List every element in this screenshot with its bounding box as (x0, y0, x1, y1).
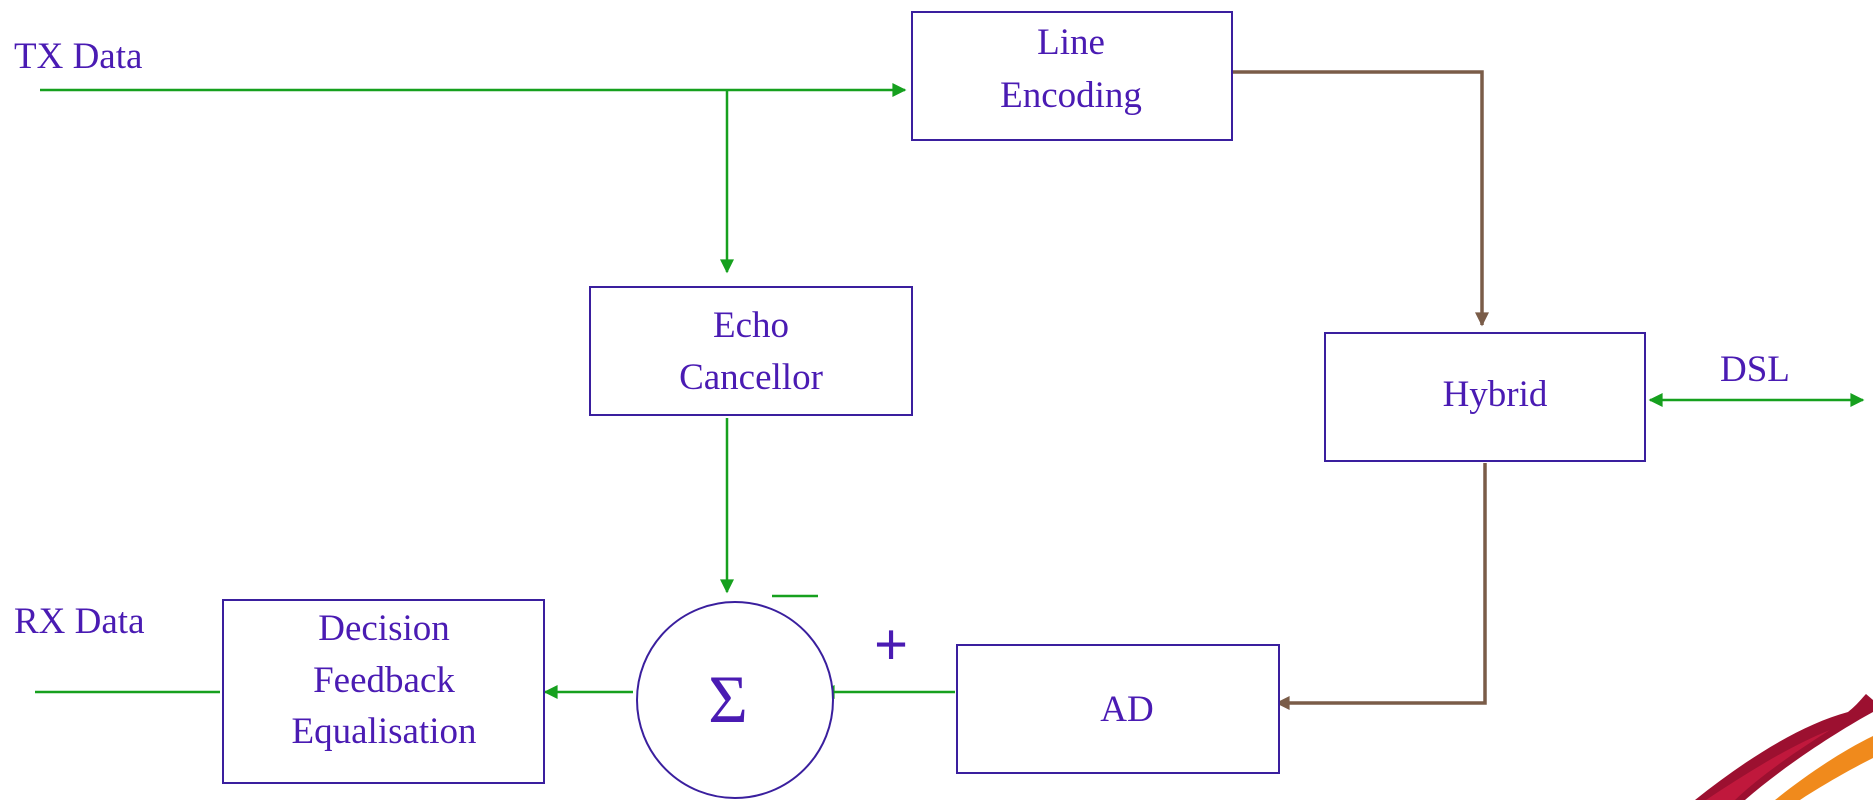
plus-sign: + (874, 612, 908, 677)
line-encoding-block: Line Encoding (911, 11, 1233, 141)
echo-canceller-label-line-2: Cancellor (679, 357, 823, 398)
ad-block: AD (956, 644, 1280, 774)
corner-logo (1695, 694, 1873, 800)
line-encoding-to-hybrid-line (1228, 70, 1489, 327)
dsl-label: DSL (1720, 349, 1790, 390)
sigma-symbol: Σ (708, 661, 748, 737)
echo-canceller-block: Echo Cancellor (589, 286, 913, 416)
dfe-label-line-1: Decision (318, 608, 450, 649)
dfe-label-line-2: Feedback (313, 660, 455, 701)
dfe-label-line-3: Equalisation (292, 711, 477, 752)
ad-label: AD (1100, 689, 1153, 730)
line-encoding-label-line-2: Encoding (1000, 75, 1142, 116)
hybrid-block: Hybrid (1324, 332, 1646, 462)
hybrid-to-ad-line (1275, 463, 1487, 710)
tx-data-label: TX Data (14, 36, 142, 77)
hybrid-label: Hybrid (1443, 374, 1548, 415)
line-encoding-label-line-1: Line (1037, 22, 1105, 63)
echo-canceller-label-line-1: Echo (713, 305, 789, 346)
rx-data-label: RX Data (14, 601, 145, 642)
summer-node: Σ (636, 601, 834, 799)
decision-feedback-equalisation-block: Decision Feedback Equalisation (222, 599, 545, 784)
